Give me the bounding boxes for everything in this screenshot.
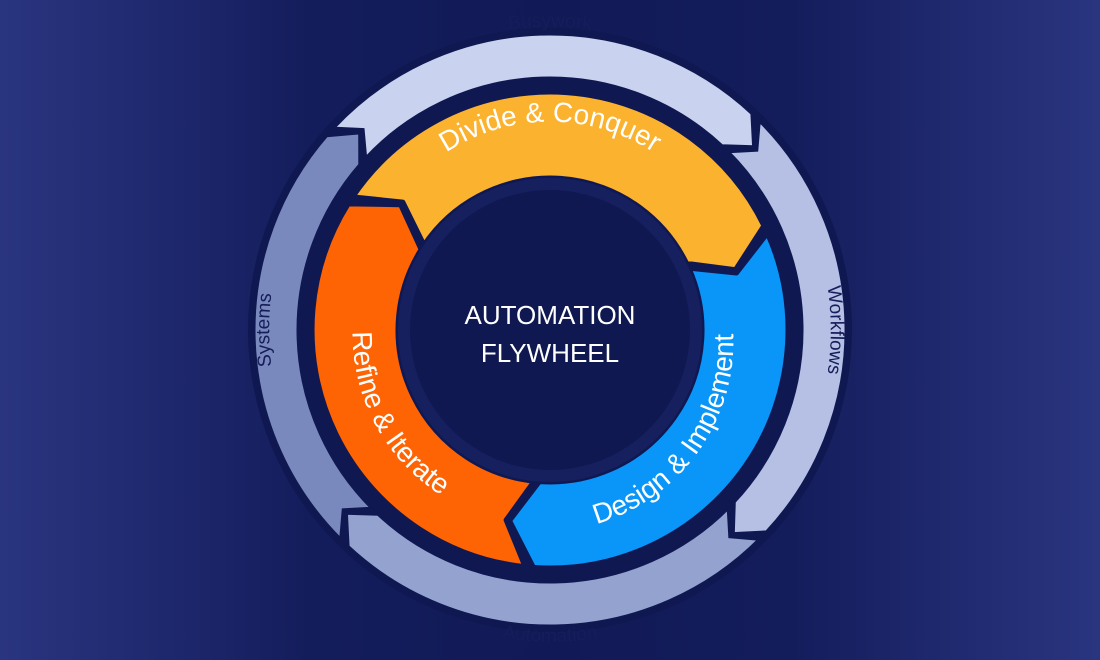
outer-label-workflows: Workflows <box>823 285 847 376</box>
outer-label-busywork: Busywork <box>507 11 594 35</box>
outer-label-automation: Automation <box>501 622 598 647</box>
center-hub <box>410 190 690 470</box>
outer-segment-automation <box>344 504 763 628</box>
outer-segment-busywork <box>330 32 756 162</box>
outer-label-systems: Systems <box>253 292 276 368</box>
center-title-line-2: FLYWHEEL <box>481 338 619 368</box>
inner-segment-design-implement <box>507 230 791 571</box>
outer-segment-workflows <box>724 117 848 536</box>
center-title-line-1: AUTOMATION <box>465 300 636 330</box>
outer-segment-systems <box>252 131 376 543</box>
